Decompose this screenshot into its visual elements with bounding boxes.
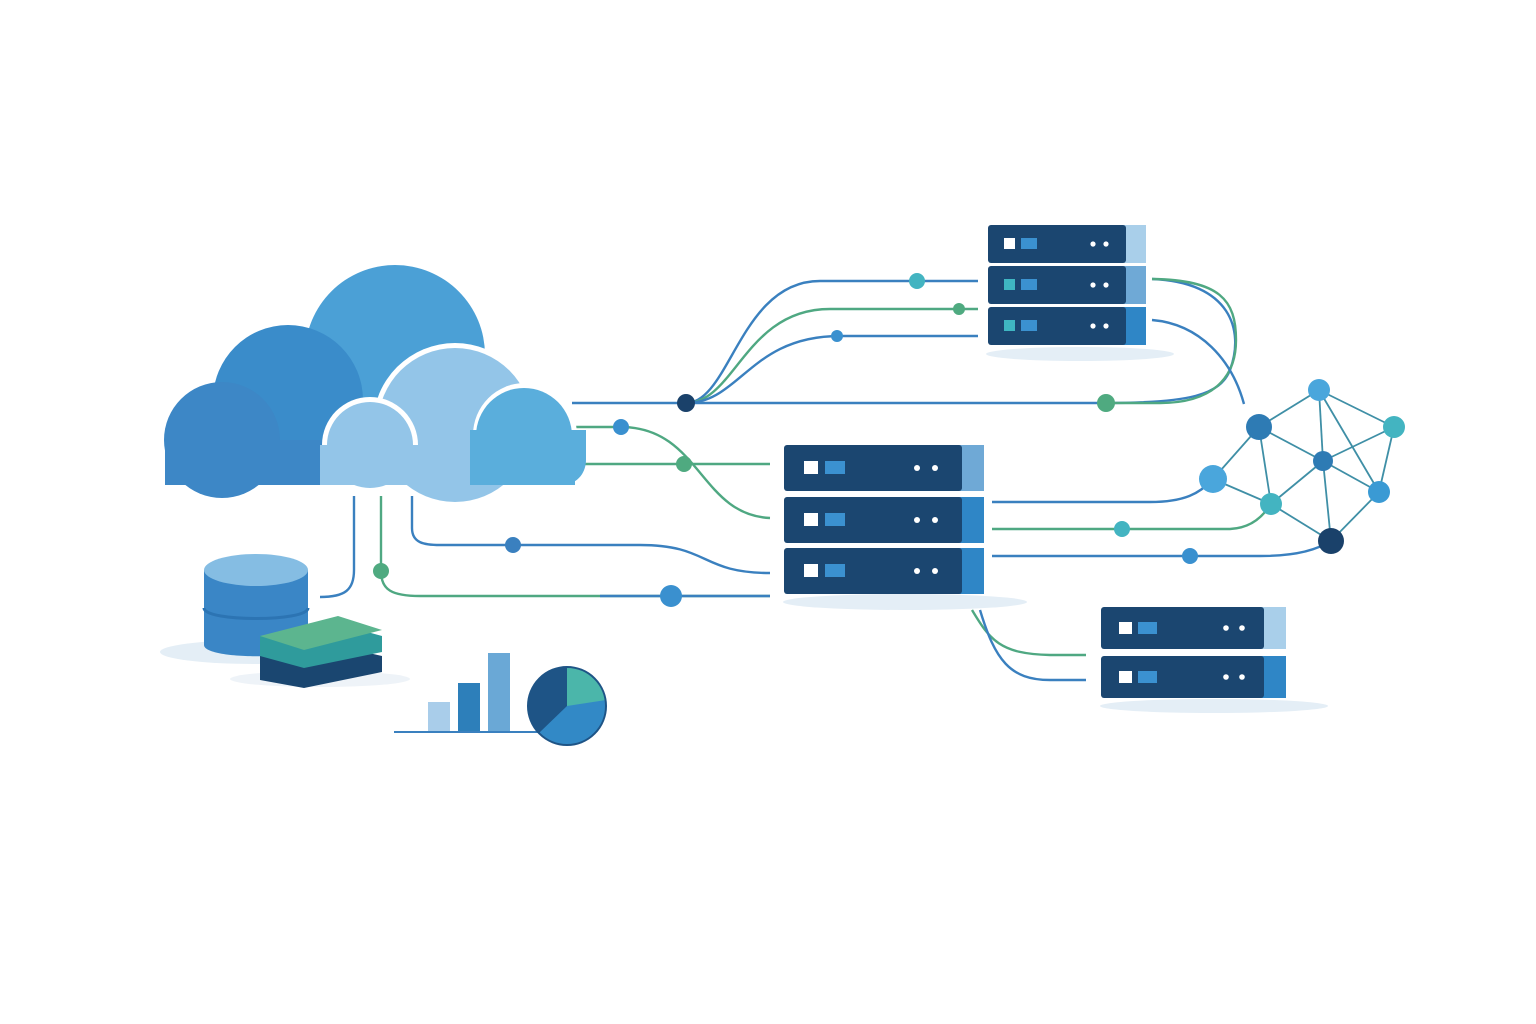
node-dot (676, 456, 692, 472)
server-rack-top (988, 225, 1146, 345)
server-rack-icon (988, 266, 1146, 304)
node-dot (831, 330, 843, 342)
node-dot (505, 537, 521, 553)
mesh-node (1199, 465, 1227, 493)
link-mid-server-bottom-server-1 (970, 609, 1086, 657)
node-dot (1114, 521, 1130, 537)
link-cloud-mid-server-3 (410, 496, 771, 575)
server-rack-icon (784, 548, 984, 594)
node-dot (660, 585, 682, 607)
node-dot (909, 273, 925, 289)
mesh-node (1383, 416, 1405, 438)
node-dot (1097, 394, 1115, 412)
node-dot (677, 394, 695, 412)
node-dot (613, 419, 629, 435)
link-cloud-top-server-3 (685, 334, 978, 405)
connection-nodes (373, 273, 1198, 607)
server-rack-icon (988, 307, 1146, 345)
server-rack-icon (784, 445, 984, 491)
link-mid-server-network-2 (992, 504, 1272, 531)
link-cloud-mid-server-1 (572, 425, 771, 520)
link-cloud-db (319, 496, 356, 599)
link-mid-server-network-1 (992, 479, 1213, 504)
node-dot (373, 563, 389, 579)
link-top-server-network-blue (1151, 318, 1246, 405)
node-dot (1182, 548, 1198, 564)
link-top-server-network-green (1106, 277, 1238, 405)
mesh-edges (1212, 389, 1395, 542)
bar-chart-icon (394, 653, 540, 733)
bar (458, 683, 480, 732)
server-rack-icon (1101, 607, 1286, 649)
mesh-node (1313, 451, 1333, 471)
mesh-node (1368, 481, 1390, 503)
bar (488, 653, 510, 732)
server-rack-bottom (1101, 607, 1286, 698)
link-mid-server-network-3 (992, 540, 1331, 558)
link-cloud-top-server-1 (572, 279, 978, 405)
link-cloud-network (686, 277, 1237, 405)
mesh-node (1246, 414, 1272, 440)
server-rack-icon (988, 225, 1146, 263)
node-dot (953, 303, 965, 315)
pie-chart-icon (527, 666, 607, 746)
bar (428, 702, 450, 732)
server-rack-icon (1101, 656, 1286, 698)
mesh-node (1260, 493, 1282, 515)
mesh-node (1308, 379, 1330, 401)
server-rack-middle (784, 445, 984, 594)
server-rack-icon (784, 497, 984, 543)
link-mid-server-bottom-server-2 (978, 609, 1086, 682)
link-cloud-top-server-2 (685, 307, 978, 405)
cloud-icon (164, 265, 586, 507)
network-mesh-icon (1199, 379, 1405, 554)
layers-stack-icon (260, 616, 382, 688)
mesh-node (1318, 528, 1344, 554)
